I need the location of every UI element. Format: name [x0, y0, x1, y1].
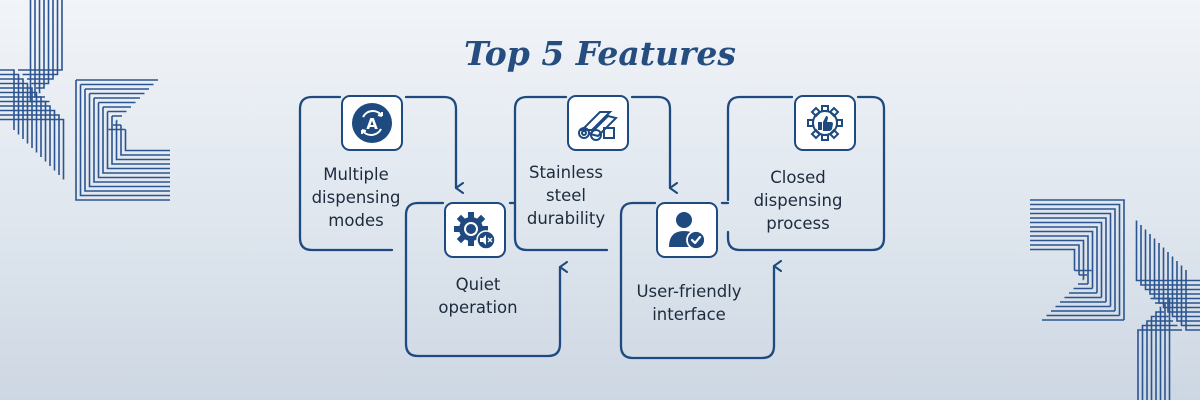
feature-1-label-line-3: modes [328, 211, 384, 230]
feature-1-label: Multiple dispensing modes [300, 163, 412, 232]
feature-3-label: Stainless steel durability [513, 161, 619, 230]
feature-5-label-line-1: Closed [770, 168, 826, 187]
feature-2-frame [404, 201, 568, 358]
page-title: Top 5 Features [464, 34, 736, 73]
gear-mute-icon [454, 212, 496, 250]
feature-3-label-line-2: steel [546, 186, 586, 205]
feature-4-label-line-1: User-friendly [636, 282, 742, 301]
feature-1-icon-box: A [341, 95, 403, 151]
steel-pipes-icon [578, 111, 618, 141]
right-stripes-decoration [1030, 199, 1200, 400]
feature-4-icon-box [656, 202, 718, 258]
user-check-icon [669, 212, 706, 250]
feature-4-label-line-2: interface [652, 305, 726, 324]
feature-1-label-line-1: Multiple [323, 165, 389, 184]
feature-4-frame [619, 201, 782, 360]
feature-2-label-line-2: operation [438, 298, 518, 317]
feature-5-label: Closed dispensing process [742, 166, 854, 235]
feature-5-icon-box [794, 95, 856, 151]
auto-mode-icon: A [352, 103, 392, 143]
feature-2-label-line-1: Quiet [455, 275, 501, 294]
gear-thumbs-up-icon [807, 105, 843, 141]
feature-1-frame [298, 95, 394, 252]
feature-3-label-line-1: Stainless [528, 163, 604, 182]
feature-5-label-line-2: dispensing [753, 191, 843, 210]
arrow-1-to-2 [404, 95, 464, 194]
feature-1-label-line-2: dispensing [311, 188, 401, 207]
feature-5-label-line-3: process [766, 214, 830, 233]
feature-3-frame [513, 95, 609, 252]
arrow-3-to-4 [630, 95, 678, 194]
feature-2-label: Quiet operation [408, 273, 548, 319]
feature-2-icon-box [444, 202, 506, 258]
feature-3-label-line-3: durability [526, 209, 606, 228]
svg-text:A: A [366, 115, 378, 133]
feature-4-label: User-friendly interface [622, 280, 756, 326]
feature-5-frame [726, 95, 794, 202]
feature-3-icon-box [567, 95, 629, 151]
left-stripes-decoration [0, 0, 170, 201]
